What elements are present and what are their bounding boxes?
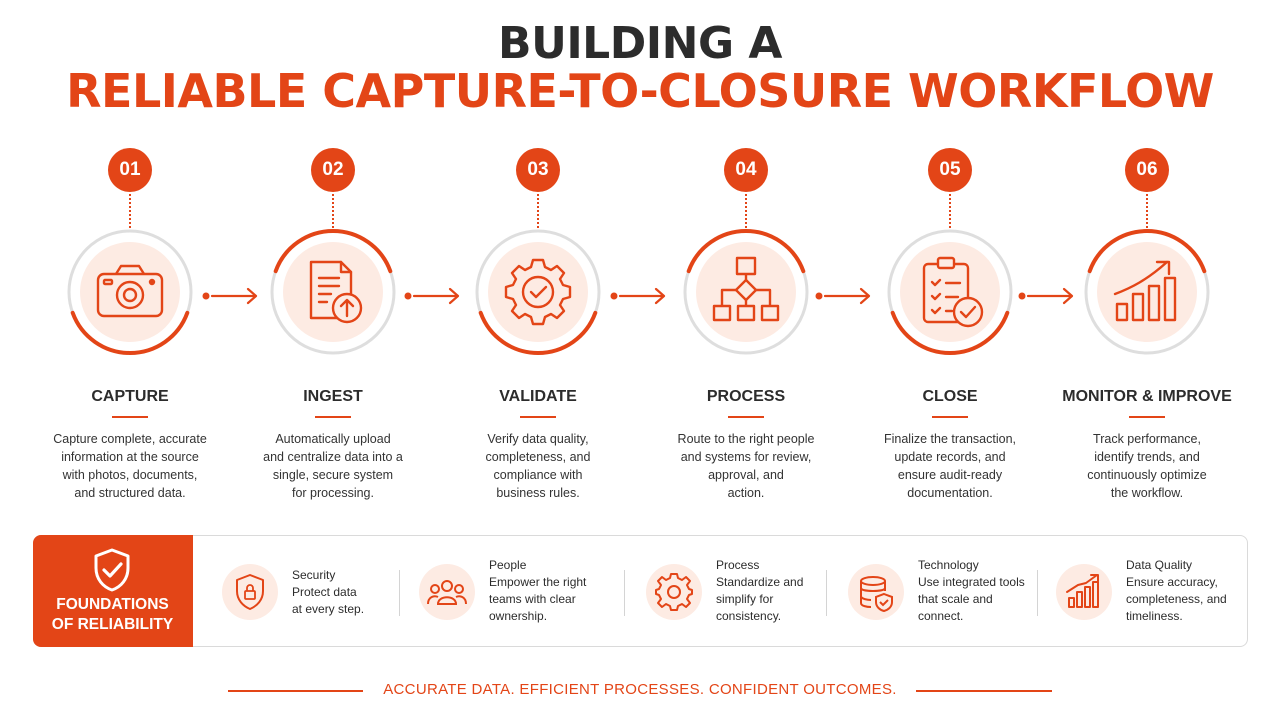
camera-icon xyxy=(96,264,164,318)
footer-tagline: ACCURATE DATA. EFFICIENT PROCESSES. CONF… xyxy=(383,681,897,698)
step-ring xyxy=(474,228,602,356)
step-ring-arc xyxy=(70,310,190,355)
step-title: CLOSE xyxy=(922,388,978,405)
flow-arrow-2 xyxy=(404,287,460,305)
step-ring-arc xyxy=(478,310,598,355)
foundations-title: FOUNDATIONS OF RELIABILITY xyxy=(51,595,174,633)
pillar-icon xyxy=(646,564,702,620)
step-title: CAPTURE xyxy=(91,388,169,405)
step-connector xyxy=(129,194,131,228)
database-shield-icon xyxy=(860,576,893,613)
step-connector xyxy=(949,194,951,228)
footer-line-right xyxy=(916,690,1052,692)
flow-arrow-4 xyxy=(815,287,871,305)
pillar-title: People xyxy=(489,558,527,572)
step-number-badge: 06 xyxy=(1125,148,1169,192)
step-title: INGEST xyxy=(303,388,363,405)
gear-icon xyxy=(655,573,693,611)
pillar-icon xyxy=(222,564,278,620)
step-underline xyxy=(112,416,148,418)
step-ring xyxy=(269,228,397,356)
step-ring-arc xyxy=(1087,229,1207,274)
gear-check-icon xyxy=(504,258,572,326)
step-ring-arc xyxy=(273,229,393,274)
foundations-panel: FOUNDATIONS OF RELIABILITY Security Prot… xyxy=(32,534,1248,647)
step-ring xyxy=(1083,228,1211,356)
growth-chart-icon xyxy=(1113,260,1177,322)
step-connector xyxy=(332,194,334,228)
step-underline xyxy=(932,416,968,418)
title-line-1: BUILDING A xyxy=(498,18,782,69)
foundations-header: FOUNDATIONS OF RELIABILITY xyxy=(32,534,193,647)
step-title: VALIDATE xyxy=(499,388,577,405)
document-upload-icon xyxy=(309,260,363,324)
pillar-title: Data Quality xyxy=(1126,558,1193,572)
pillar-icon xyxy=(419,564,475,620)
clipboard-check-icon xyxy=(922,256,984,328)
pillar-title: Process xyxy=(716,558,760,572)
footer-line-left xyxy=(228,690,363,692)
flow-arrow-1 xyxy=(202,287,258,305)
step-number-badge: 01 xyxy=(108,148,152,192)
step-number-badge: 03 xyxy=(516,148,560,192)
pillar-icon xyxy=(1056,564,1112,620)
pillar-icon xyxy=(848,564,904,620)
flowchart-icon xyxy=(712,256,780,322)
step-connector xyxy=(1146,194,1148,228)
step-title: PROCESS xyxy=(706,388,786,405)
step-ring xyxy=(886,228,1014,356)
step-underline xyxy=(315,416,351,418)
team-icon xyxy=(427,580,467,605)
title-line-2: RELIABLE CAPTURE-TO-CLOSURE WORKFLOW xyxy=(66,64,1214,118)
pillar-divider xyxy=(624,570,625,616)
step-ring-arc xyxy=(890,310,1010,355)
pillar-divider xyxy=(1037,570,1038,616)
pillar-title: Technology xyxy=(918,558,979,572)
step-underline xyxy=(1129,416,1165,418)
step-ring xyxy=(682,228,810,356)
pillar-divider xyxy=(399,570,400,616)
pillar-data-quality: Data Quality Ensure accuracy,completenes… xyxy=(1056,554,1246,634)
step-title: MONITOR & IMPROVE xyxy=(1062,388,1232,405)
step-underline xyxy=(520,416,556,418)
step-description: Finalize the transaction,update records,… xyxy=(883,432,1016,500)
step-number-badge: 04 xyxy=(724,148,768,192)
step-connector xyxy=(537,194,539,228)
step-ring-arc xyxy=(686,229,806,274)
step-connector xyxy=(745,194,747,228)
pillar-divider xyxy=(826,570,827,616)
flow-arrow-3 xyxy=(610,287,666,305)
step-number-badge: 02 xyxy=(311,148,355,192)
pillar-title: Security xyxy=(292,568,336,582)
step-number-badge: 05 xyxy=(928,148,972,192)
flow-arrow-5 xyxy=(1018,287,1074,305)
bar-chart-icon xyxy=(1066,574,1099,608)
step-ring xyxy=(66,228,194,356)
shield-check-icon xyxy=(94,548,129,591)
step-underline xyxy=(728,416,764,418)
shield-lock-icon xyxy=(236,574,264,610)
